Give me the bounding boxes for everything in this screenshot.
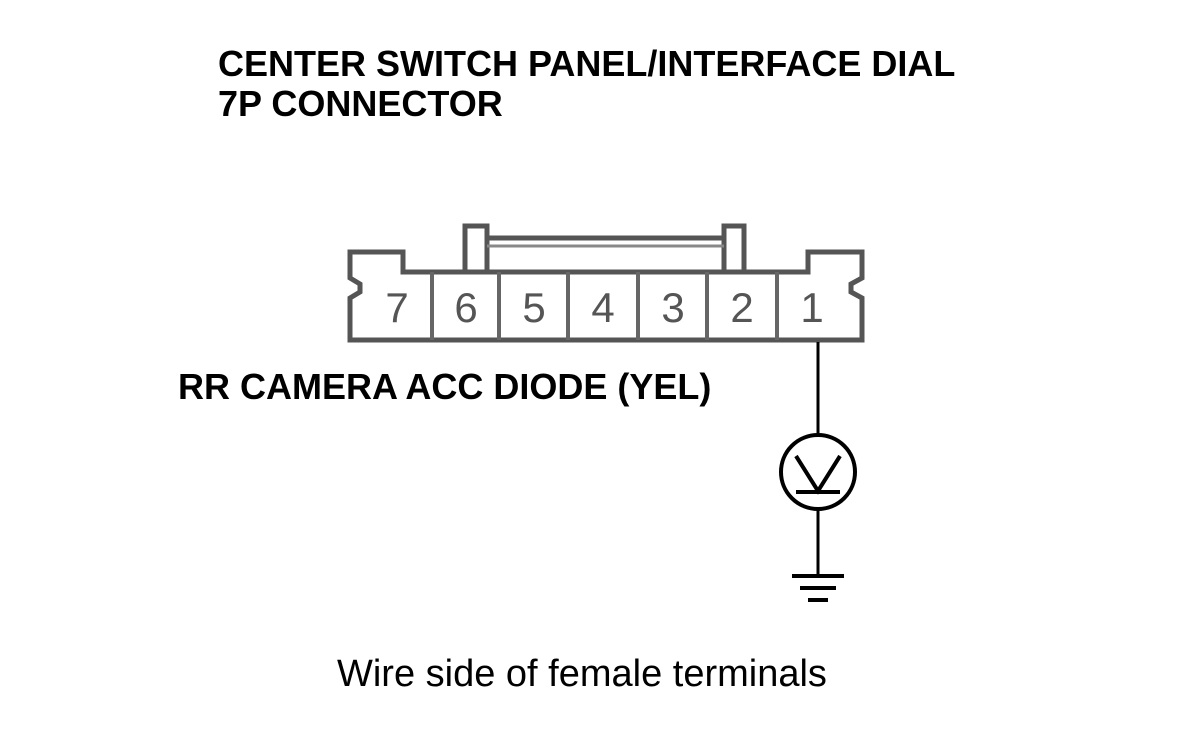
pin-numbers: 7 6 5 4 3 2 1 (385, 284, 823, 331)
connector-housing (347, 249, 865, 343)
pin-number: 2 (730, 284, 753, 331)
diagram-title: CENTER SWITCH PANEL/INTERFACE DIAL 7P CO… (218, 44, 955, 124)
pin-number: 6 (454, 284, 477, 331)
ground-icon (792, 574, 844, 602)
voltmeter-icon (779, 433, 857, 511)
signal-label: RR CAMERA ACC DIODE (YEL) (178, 366, 712, 407)
pin-number: 1 (800, 284, 823, 331)
pin-dividers (430, 272, 779, 340)
diagram-caption: Wire side of female terminals (337, 653, 827, 695)
pin-number: 3 (661, 284, 684, 331)
pin-number: 4 (591, 284, 614, 331)
title-line-1: CENTER SWITCH PANEL/INTERFACE DIAL (218, 43, 956, 84)
connector-latch (462, 223, 747, 272)
title-line-2: 7P CONNECTOR (218, 83, 503, 124)
pin-number: 7 (385, 284, 408, 331)
pin-number: 5 (522, 284, 545, 331)
